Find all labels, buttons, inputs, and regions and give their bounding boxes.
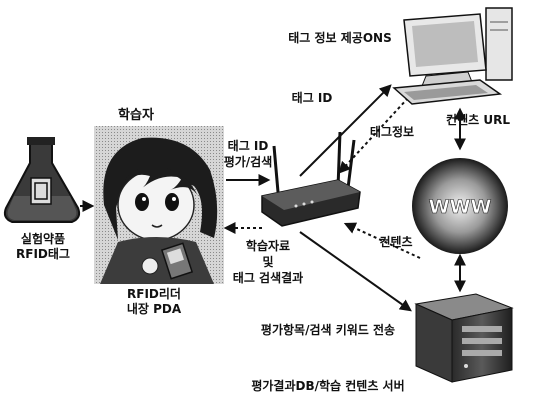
www-globe-icon: WWW bbox=[412, 158, 508, 254]
tag-id-request-label: 태그 ID bbox=[228, 138, 269, 153]
result-label-line1: 학습자료 bbox=[246, 238, 290, 253]
tag-id-label: 태그 ID bbox=[292, 90, 333, 105]
wireless-router-icon bbox=[261, 131, 361, 227]
rfid-tag-label: RFID태그 bbox=[16, 246, 70, 261]
www-text: WWW bbox=[429, 196, 492, 218]
result-label-line2: 및 bbox=[262, 254, 273, 269]
pda-reader-label: RFID리더 bbox=[127, 286, 181, 301]
db-server-label: 평가결과DB/학습 컨텐츠 서버 bbox=[251, 378, 404, 393]
desktop-computer-icon bbox=[392, 7, 513, 105]
router-to-server-arrow bbox=[299, 231, 412, 312]
pda-label: 내장 PDA bbox=[127, 301, 182, 316]
ons-to-router-dashed-arrow bbox=[338, 97, 409, 174]
flask-rfid-tag-icon bbox=[3, 137, 81, 223]
learner-character-icon bbox=[94, 126, 224, 284]
tag-info-label: 태그정보 bbox=[370, 124, 414, 139]
ons-server-label: 태그 정보 제공ONS bbox=[288, 30, 391, 45]
lab-drug-label: 실험약품 bbox=[21, 231, 65, 246]
router-to-ons-arrow bbox=[299, 84, 392, 177]
eval-send-label: 평가항목/검색 키워드 전송 bbox=[261, 322, 395, 337]
server-to-router-dashed-arrow bbox=[343, 222, 421, 259]
result-label-line3: 태그 검색결과 bbox=[233, 270, 303, 285]
eval-search-label: 평가/검색 bbox=[224, 154, 273, 169]
learner-label: 학습자 bbox=[118, 107, 154, 123]
server-tower-icon bbox=[414, 293, 514, 383]
content-url-label: 컨텐츠 URL bbox=[446, 112, 510, 127]
contents-label: 컨텐츠 bbox=[379, 234, 412, 249]
